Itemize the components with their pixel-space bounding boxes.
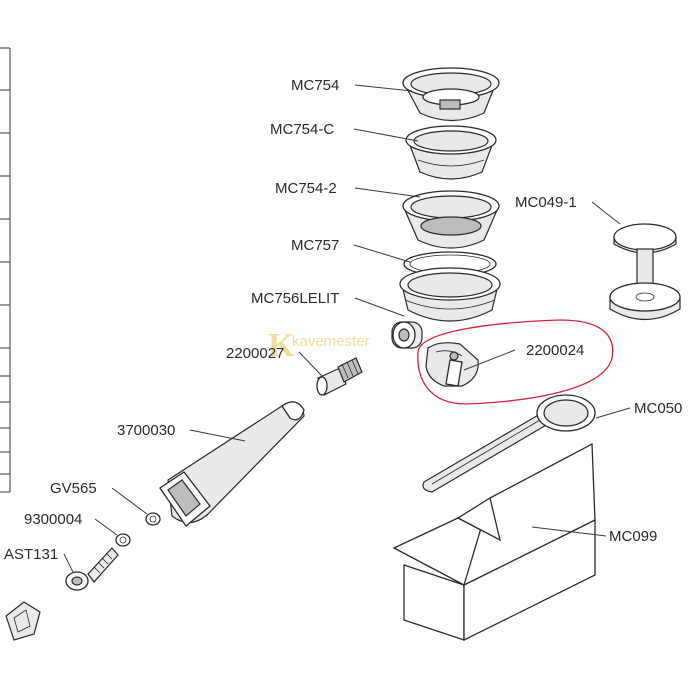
handle-3700030 <box>159 401 305 527</box>
partial-parts-table <box>0 47 11 493</box>
leader-lines <box>63 84 631 573</box>
label-3700030: 3700030 <box>117 422 175 439</box>
label-mc756lelit: MC756LELIT <box>251 290 339 307</box>
spout-2200024 <box>425 342 479 387</box>
bolt-ast131 <box>65 547 119 591</box>
label-mc754-c: MC754-C <box>270 121 334 138</box>
svg-text:K: K <box>268 327 295 364</box>
mc754-basket <box>402 67 500 122</box>
stud-2200027 <box>316 357 363 396</box>
label-mc754: MC754 <box>291 77 339 94</box>
tamper-mc049-1 <box>609 223 681 320</box>
mc754-2-basket <box>402 190 500 249</box>
label-mc049-1: MC049-1 <box>515 194 577 211</box>
label-9300004: 9300004 <box>24 511 82 528</box>
label-mc757: MC757 <box>291 237 339 254</box>
label-2200024: 2200024 <box>526 342 584 359</box>
end-cap <box>5 601 41 641</box>
box-mc099 <box>392 442 596 642</box>
watermark: K kavemester <box>268 327 370 364</box>
label-mc050: MC050 <box>634 400 682 417</box>
label-gv565: GV565 <box>50 480 97 497</box>
mc756lelit-portafilter <box>391 267 501 349</box>
scoop-mc050 <box>422 394 596 493</box>
label-mc754-2: MC754-2 <box>275 180 337 197</box>
watermark-text: kavemester <box>292 333 370 350</box>
mc754-c-basket <box>405 125 497 180</box>
washer-gv565 <box>145 512 161 526</box>
washer-9300004 <box>115 533 131 547</box>
label-ast131: AST131 <box>4 546 58 563</box>
label-2200027: 2200027 <box>226 345 284 362</box>
highlight-ellipse <box>417 319 614 405</box>
label-mc099: MC099 <box>609 528 657 545</box>
